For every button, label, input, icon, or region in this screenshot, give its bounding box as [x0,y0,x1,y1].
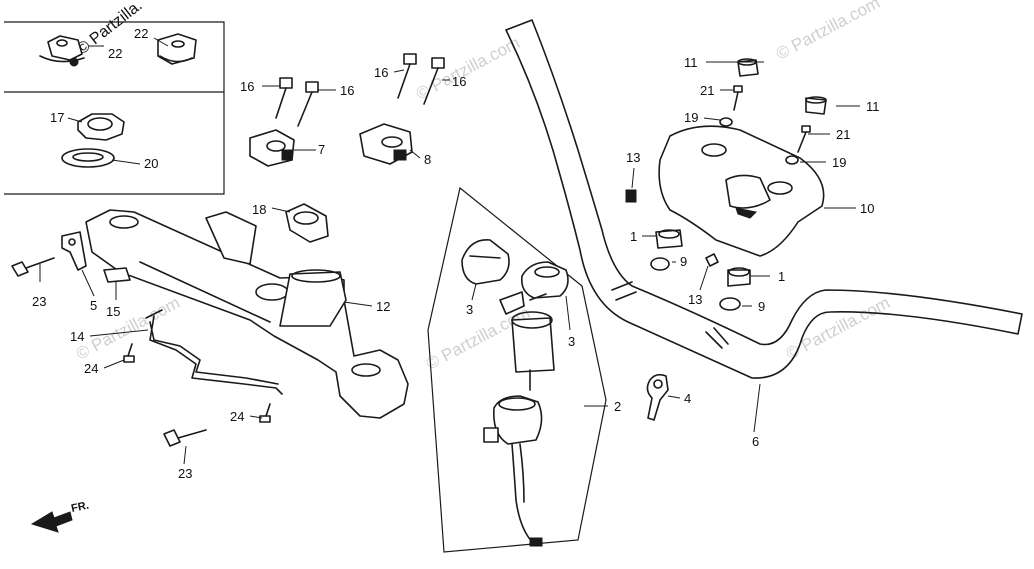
callout-5: 5 [90,298,97,313]
part-17-nut [77,113,125,141]
callout-23: 23 [178,466,192,481]
part-8-lower-holder [359,123,413,165]
callout-8: 8 [424,152,431,167]
callout-12: 12 [376,299,390,314]
callout-19: 19 [832,155,846,170]
callout-16: 16 [340,83,354,98]
callout-9: 9 [758,299,765,314]
part-10-upper-holder [658,125,825,257]
callout-15: 15 [106,304,120,319]
front-label: FR. [70,500,90,515]
front-arrow: FR. [30,500,90,533]
callout-16: 16 [240,79,254,94]
part-3-switch-cap [461,239,569,299]
part-1-cushion [655,229,683,249]
callout-9: 9 [680,254,687,269]
callout-24: 24 [230,409,244,424]
part-6-handlebar [505,19,1023,379]
part-13-bushing [705,253,719,267]
callout-21: 21 [700,83,714,98]
part-18-nut [285,203,329,243]
part-23-bolt [163,429,207,447]
callout-10: 10 [860,201,874,216]
part-24-bolt [259,403,271,423]
callout-7: 7 [318,142,325,157]
callout-6: 6 [752,434,759,449]
part-12-steering-stem [85,209,409,419]
part-1-cushion [727,267,751,287]
watermark: © Partzilla.com [773,0,883,64]
callout-17: 17 [50,110,64,125]
watermark: © Partzilla.com [413,33,523,104]
callout-4: 4 [684,391,691,406]
part-21-bolt [797,125,811,153]
callout-13: 13 [626,150,640,165]
callout-19: 19 [684,110,698,125]
part-14-wire [145,309,283,395]
callout-23: 23 [32,294,46,309]
part-20-washer [61,148,115,168]
part-5-bracket [61,231,87,271]
part-16-bolt [297,81,319,127]
part-11-rubber [805,96,827,115]
inset-boxes [4,21,225,195]
callout-18: 18 [252,202,266,217]
callout-11: 11 [866,99,880,114]
part-22-holders [39,33,197,67]
callout-1: 1 [778,269,785,284]
callout-3: 3 [466,302,473,317]
callout-16: 16 [374,65,388,80]
callout-21: 21 [836,127,850,142]
part-16-bolt [423,57,445,105]
part-21-bolt [733,85,743,111]
part-9-collar [650,257,670,271]
callout-1: 1 [630,229,637,244]
part-15-band [103,267,131,283]
part-2-ignition-switch [483,291,555,547]
part-16-bolt [397,53,417,99]
callout-20: 20 [144,156,158,171]
callout-14: 14 [70,329,84,344]
part-19-washer [719,117,733,127]
watermark: © Partzilla.com [783,293,893,364]
part-9-collar [719,297,741,311]
callout-16: 16 [452,74,466,89]
callout-22: 22 [108,46,122,61]
part-2-switch-group-frame [427,186,607,553]
callout-22: 22 [134,26,148,41]
callout-labels: 22 22 17 20 16 16 16 16 7 8 18 12 23 5 1… [32,26,880,481]
part-4-key [646,373,669,421]
callout-2: 2 [614,399,621,414]
part-19-washer [785,155,799,165]
callout-11: 11 [684,55,698,70]
callout-3: 3 [568,334,575,349]
part-16-bolt [275,77,293,119]
callout-24: 24 [84,361,98,376]
part-13-bushing [625,189,637,203]
part-7-lower-holder [249,129,295,167]
part-23-bolt [11,257,55,277]
part-24-bolt [123,343,135,363]
leader-lines [39,37,860,465]
callout-13: 13 [688,292,702,307]
